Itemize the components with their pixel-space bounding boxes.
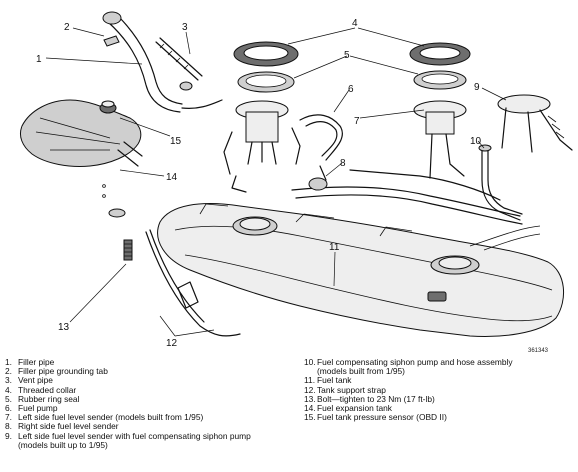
legend-item-text: Left side fuel level sender with fuel co… [18, 430, 251, 450]
legend-item-number: 15. [304, 412, 316, 423]
legend-item-number: 10. [304, 357, 316, 367]
legend-item-number: 3. [5, 375, 12, 386]
fuel-level-senders-illustration [231, 100, 467, 193]
legend-item: 4. Threaded collar [5, 384, 300, 395]
fuel-pump-illustration [223, 100, 343, 175]
legend-item: 14.Fuel expansion tank [304, 403, 574, 414]
legend-item-text: Left side fuel level sender (models buil… [18, 412, 204, 423]
legend-item: 7. Left side fuel level sender (models bu… [5, 413, 300, 422]
legend-item: 2. Filler pipe grounding tab [5, 366, 300, 377]
callout-9: 9 [474, 82, 480, 93]
legend-item: 15.Fuel tank pressure sensor (OBD II) [304, 413, 574, 422]
callout-8: 8 [340, 158, 346, 169]
fuel-system-exploded-diagram: 1 2 3 4 4 5 5 6 7 8 9 10 11 12 13 14 15 … [19, 11, 573, 354]
callout-10: 10 [470, 136, 482, 147]
legend-item-number: 1. [5, 357, 12, 367]
callout-6: 6 [348, 84, 354, 95]
expansion-tank-illustration [19, 99, 143, 167]
legend-item-number: 2. [5, 366, 12, 377]
callout-1: 1 [36, 54, 42, 65]
legend-item: 10.Fuel compensating siphon pump and hos… [304, 357, 574, 377]
callout-3: 3 [182, 22, 188, 33]
callout-2: 2 [64, 22, 70, 33]
legend-item-number: 14. [304, 403, 316, 414]
legend-item: 8. Right side fuel level sender [5, 422, 300, 431]
parts-legend: 1. Filler pipe 2. Filler pipe grounding tab… [0, 357, 578, 470]
bolt-and-strap-illustration [102, 184, 241, 337]
legend-item: 6. Fuel pump [5, 403, 300, 414]
legend-item-number: 6. [5, 403, 12, 414]
leader-lines [45, 27, 507, 337]
legend-column-left: 1. Filler pipe 2. Filler pipe grounding tab… [5, 357, 300, 450]
legend-item-number: 4. [5, 384, 12, 395]
legend-item: 1. Filler pipe [5, 357, 300, 367]
figure-reference: 361343 [528, 348, 549, 354]
legend-item-number: 8. [5, 421, 12, 432]
callout-11: 11 [329, 242, 340, 253]
callout-4a: 4 [352, 18, 358, 29]
legend-item-text: Bolt—tighten to 23 Nm (17 ft-lb) [317, 393, 435, 404]
vent-pipe-illustration [155, 37, 203, 81]
callout-5a: 5 [344, 50, 350, 61]
legend-item-number: 7. [5, 412, 12, 423]
legend-item-number: 9. [5, 430, 12, 441]
legend-item: 5. Rubber ring seal [5, 393, 300, 404]
callout-7: 7 [354, 116, 360, 127]
filler-pipe-illustration [102, 11, 223, 113]
legend-item-text: Vent pipe [18, 375, 53, 386]
legend-column-right: 10.Fuel compensating siphon pump and hos… [304, 357, 574, 422]
legend-item-number: 12. [304, 384, 316, 395]
legend-item-text: Rubber ring seal [18, 393, 80, 404]
callout-12: 12 [166, 338, 178, 349]
siphon-sender-illustration [497, 94, 573, 153]
legend-item-text: Fuel tank [317, 375, 352, 386]
rubber-ring-seals-illustration [237, 70, 467, 93]
legend-item: 12.Tank support strap [304, 384, 574, 395]
legend-item-text: Fuel expansion tank [317, 403, 392, 414]
legend-item-text: Right side fuel level sender [18, 421, 119, 432]
legend-item-text: Threaded collar [18, 384, 77, 395]
fuel-tank-illustration [157, 203, 565, 337]
callout-13: 13 [58, 322, 70, 333]
legend-item: 3. Vent pipe [5, 376, 300, 385]
legend-item-text: Fuel compensating siphon pump and hose a… [317, 357, 513, 377]
callout-14: 14 [166, 172, 178, 183]
legend-item-text: Fuel tank pressure sensor (OBD II) [317, 412, 447, 423]
legend-item-text: Filler pipe [18, 357, 55, 367]
legend-item-text: Tank support strap [317, 384, 386, 395]
callout-15: 15 [170, 136, 182, 147]
legend-item-text: Filler pipe grounding tab [18, 366, 108, 377]
legend-item: 13.Bolt—tighten to 23 Nm (17 ft-lb) [304, 393, 574, 404]
legend-item: 11.Fuel tank [304, 376, 574, 385]
legend-item-number: 13. [304, 393, 316, 404]
callout-labels: 1 2 3 4 4 5 5 6 7 8 9 10 11 12 13 14 15 … [36, 18, 549, 354]
legend-item-text: Fuel pump [18, 403, 58, 414]
legend-item-number: 5. [5, 393, 12, 404]
legend-item-number: 11. [304, 375, 316, 386]
siphon-pump-hose-illustration [478, 144, 523, 221]
legend-item: 9. Left side fuel level sender with fuel … [5, 430, 300, 450]
threaded-collars-illustration [233, 41, 471, 67]
